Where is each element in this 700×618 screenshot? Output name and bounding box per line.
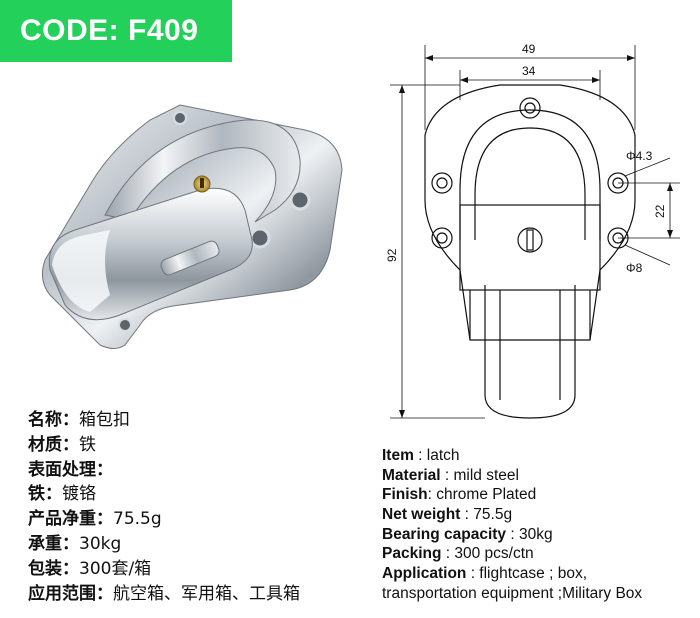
dim-width-inner: 34 <box>522 64 536 78</box>
spec-en-application: Application : flightcase ; box, <box>382 565 588 583</box>
technical-drawing: 49 34 92 22 Φ4.3 Φ8 <box>385 42 680 419</box>
spec-cn-load: 承重：30kg <box>28 533 122 554</box>
product-code-badge: CODE: F409 <box>0 0 232 62</box>
spec-en-packing: Packing : 300 pcs/ctn <box>382 545 534 563</box>
spec-cn-name: 名称：箱包扣 <box>28 410 130 430</box>
spec-en-bearing-capacity: Bearing capacity : 30kg <box>382 525 553 543</box>
spec-cn-application: 应用范围：航空箱、军用箱、工具箱 <box>28 583 300 604</box>
dim-hole-spacing: 22 <box>653 204 667 218</box>
chinese-spec-list: 名称：箱包扣 材质：铁 表面处理： 铁：镀铬 产品净重：75.5g 承重：30k… <box>28 408 368 606</box>
english-spec-list: Item : latch Material : mild steel Finis… <box>382 446 697 604</box>
spec-en-net-weight: Net weight : 75.5g <box>382 506 513 524</box>
spec-en-finish: Finish: chrome Plated <box>382 486 537 504</box>
spec-en-material: Material : mild steel <box>382 466 519 484</box>
spec-en-item: Item : latch <box>382 447 460 464</box>
product-code-text: CODE: F409 <box>20 14 199 47</box>
dim-height: 92 <box>385 248 399 262</box>
spec-cn-packing: 包装：300套/箱 <box>28 558 152 579</box>
spec-cn-weight: 产品净重：75.5g <box>28 509 162 530</box>
spec-cn-iron: 铁：镀铬 <box>28 484 96 505</box>
spec-cn-surface: 表面处理： <box>28 459 113 480</box>
dim-small-hole: Φ4.3 <box>626 149 653 163</box>
spec-en-application-cont: transportation equipment ;Military Box <box>382 584 643 602</box>
latch-product-photo <box>41 104 343 349</box>
dim-large-hole: Φ8 <box>626 261 643 275</box>
spec-cn-material: 材质：铁 <box>28 434 96 455</box>
dim-width-outer: 49 <box>522 42 536 56</box>
